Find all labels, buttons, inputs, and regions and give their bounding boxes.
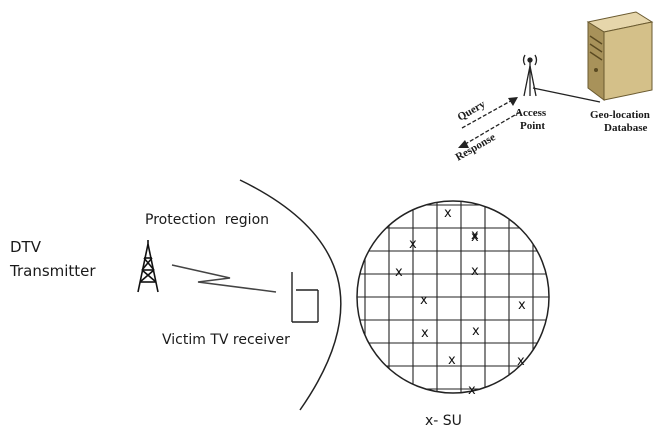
- dtv-transmitter-label-line2: Transmitter: [9, 262, 96, 280]
- protection-region-boundary: [239, 179, 342, 411]
- access-point-label-line2: Point: [520, 120, 545, 132]
- query-label: Query: [456, 98, 488, 124]
- su-mark: x: [421, 326, 429, 341]
- su-mark: x: [472, 324, 480, 339]
- access-point-label-line1: Access: [515, 107, 547, 119]
- query-arrow: [461, 97, 517, 129]
- protection-region-label: Protection region: [145, 212, 269, 228]
- access-point-antenna-icon: [522, 54, 538, 97]
- tv-receiver-icon: [291, 272, 319, 323]
- su-mark: x: [395, 265, 403, 280]
- su-mark: x: [444, 206, 452, 221]
- server-database-icon: [586, 11, 654, 101]
- su-mark: x: [420, 293, 428, 308]
- dtv-transmitter-label-line1: DTV: [10, 238, 42, 256]
- su-mark: x: [471, 228, 479, 243]
- ap-database-link: [532, 87, 601, 103]
- su-mark: x: [448, 353, 456, 368]
- su-legend-label: x- SU: [425, 413, 462, 429]
- su-mark: x: [468, 383, 476, 398]
- response-arrowhead: [458, 140, 469, 148]
- geo-location-database-label-line1: Geo-location: [590, 109, 650, 121]
- su-mark: x: [471, 230, 479, 245]
- query-arrowhead: [508, 97, 518, 106]
- victim-tv-receiver-label: Victim TV receiver: [162, 332, 290, 348]
- su-mark: x: [518, 298, 526, 313]
- response-arrow: [461, 111, 521, 147]
- su-mark: x: [409, 237, 417, 252]
- interference-signal-path: [171, 264, 277, 293]
- su-mark: x: [471, 264, 479, 279]
- su-grid-circle: [356, 200, 550, 394]
- geo-location-database-label-line2: Database: [604, 122, 648, 134]
- transmission-tower-icon: [137, 240, 159, 293]
- su-mark: x: [517, 354, 525, 369]
